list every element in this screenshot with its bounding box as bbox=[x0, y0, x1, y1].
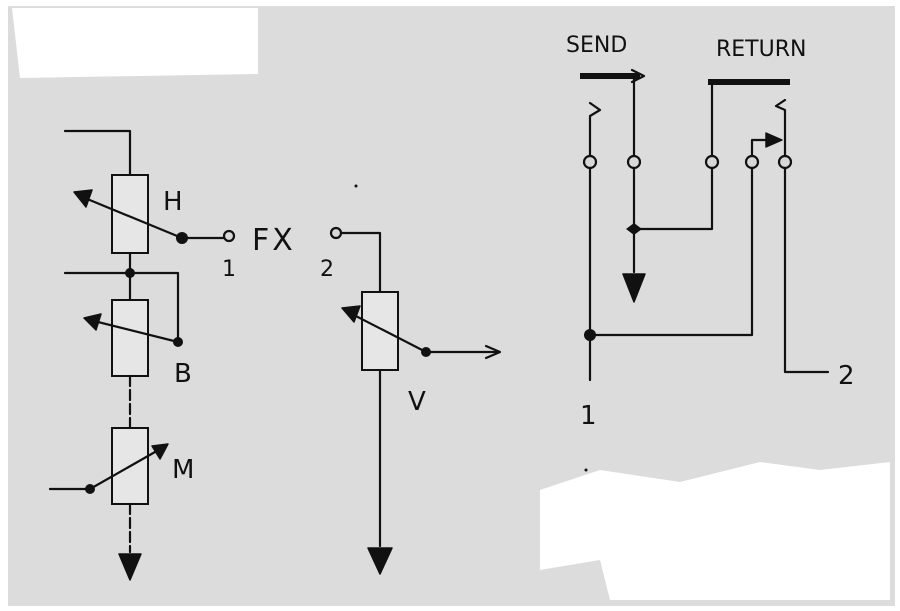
fx-loop-volume: 1 FX 2 V bbox=[222, 223, 502, 575]
fx-out-label: 2 bbox=[320, 257, 334, 282]
stray-dot bbox=[354, 184, 358, 188]
send-jack-bar-tip bbox=[630, 68, 646, 84]
fx-to-volume-wire bbox=[339, 231, 382, 294]
volume-ground-arrow bbox=[367, 547, 393, 575]
send-label: SEND bbox=[566, 33, 627, 58]
sleeve-junction-dot bbox=[626, 223, 642, 235]
middle-pot-wiper bbox=[88, 446, 164, 491]
stray-dot-2 bbox=[584, 468, 588, 472]
fx-output-terminal bbox=[329, 226, 343, 240]
return-sleeve-lug bbox=[704, 154, 720, 170]
return-switch-lug bbox=[744, 154, 760, 170]
treble-pot-body bbox=[111, 174, 149, 254]
treble-label: H bbox=[163, 187, 183, 217]
bass-pot-body bbox=[111, 299, 149, 377]
volume-label: V bbox=[408, 387, 426, 417]
jack-tip1-label: 1 bbox=[580, 401, 597, 431]
return-label: RETURN bbox=[716, 37, 806, 62]
send-tip-contact bbox=[588, 101, 602, 165]
blank-patch-top-left bbox=[12, 8, 258, 78]
volume-pot-body bbox=[361, 291, 399, 371]
jack-tip2-label: 2 bbox=[838, 361, 855, 391]
middle-node-dot bbox=[85, 484, 95, 494]
middle-wiper-arrow bbox=[151, 443, 169, 460]
fx-label: FX bbox=[252, 223, 296, 258]
junction-dot-hb bbox=[125, 268, 135, 278]
tone-stack: H B M bbox=[48, 129, 236, 581]
volume-wiper-arrow bbox=[341, 305, 361, 323]
bass-pot-wiper bbox=[88, 318, 180, 344]
treble-wiper-arrow bbox=[73, 189, 93, 208]
middle-label: M bbox=[172, 455, 194, 485]
feed-wire-top bbox=[63, 129, 132, 177]
return-tip-contact bbox=[774, 98, 787, 165]
jack-ground-arrow bbox=[622, 273, 646, 303]
junction-side-wire bbox=[63, 271, 180, 342]
volume-pot-wiper bbox=[346, 310, 428, 354]
blank-patch-bottom-right bbox=[540, 462, 890, 600]
return-sleeve-to-ground bbox=[632, 166, 714, 231]
treble-pot-wiper bbox=[78, 194, 184, 240]
return-tip-line bbox=[783, 166, 830, 374]
bass-wiper-arrow bbox=[83, 313, 102, 331]
stack-ground-arrow bbox=[118, 553, 142, 581]
return-tip-lug bbox=[777, 154, 793, 170]
send-sleeve-lug bbox=[626, 154, 642, 170]
tip1-junction-dot bbox=[584, 329, 596, 341]
send-return-jacks: SEND RETURN 1 2 bbox=[566, 33, 855, 431]
bass-node-dot bbox=[173, 337, 183, 347]
fx-input-terminal bbox=[222, 229, 236, 243]
volume-output-arrowhead bbox=[484, 344, 502, 360]
return-switch-arrow bbox=[765, 132, 783, 148]
send-tip-lug bbox=[582, 154, 598, 170]
bass-label: B bbox=[174, 359, 192, 389]
switch-to-tip1-wire bbox=[588, 166, 754, 337]
fx-in-label: 1 bbox=[222, 257, 236, 282]
